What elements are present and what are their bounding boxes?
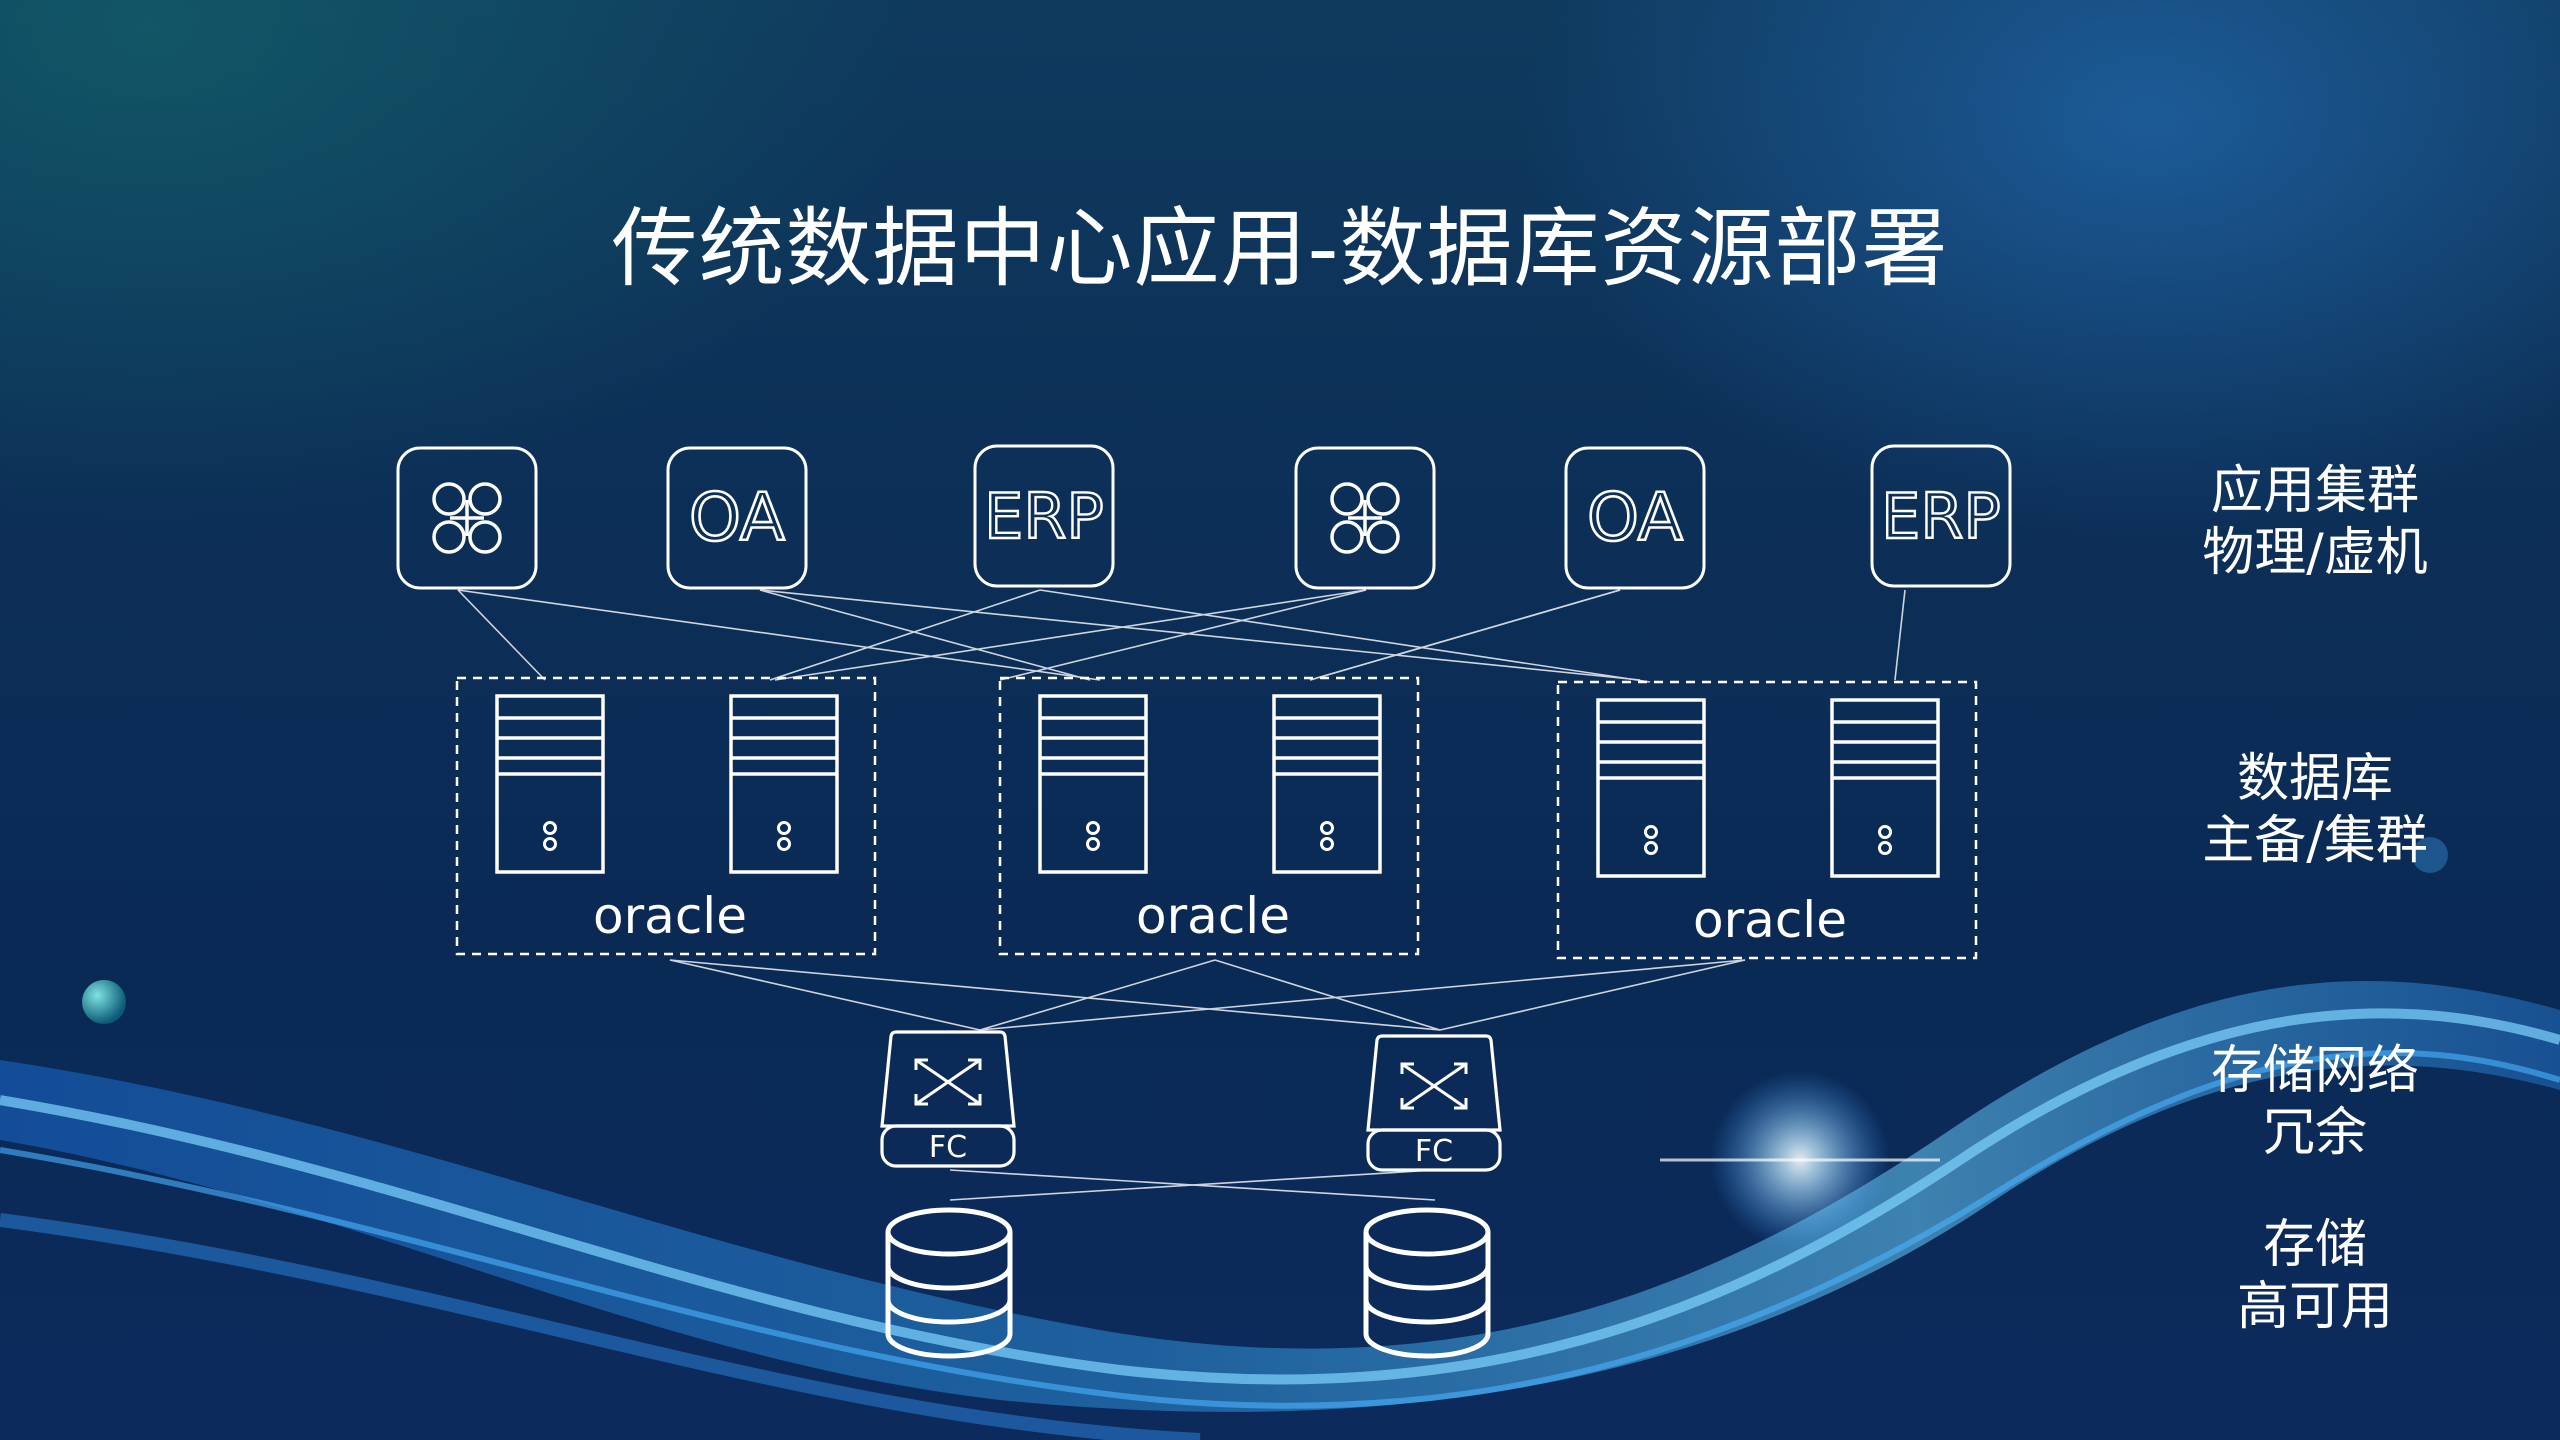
layer-label-network-line1: 存储网络 <box>2210 1041 2419 1101</box>
layer-label-app-line1: 应用集群 <box>2210 461 2419 521</box>
layer-label-app: 应用集群 物理/虚机 <box>2150 460 2480 584</box>
fc-switch: FC <box>880 1030 1016 1168</box>
erp-icon: ERP <box>984 480 1104 553</box>
server-icon <box>1596 698 1706 878</box>
layer-label-storage: 存储 高可用 <box>2150 1214 2480 1338</box>
app-node <box>1294 446 1436 590</box>
oa-icon: OA <box>1587 479 1683 556</box>
app-node <box>396 446 538 590</box>
app-node: OA <box>1564 446 1706 590</box>
layer-label-network: 存储网络 冗余 <box>2150 1040 2480 1164</box>
oa-icon: OA <box>689 479 785 556</box>
db-group: oracle <box>455 676 877 956</box>
layer-label-db: 数据库 主备/集群 <box>2150 748 2480 872</box>
switch-label: FC <box>1415 1134 1453 1169</box>
storage-database-icon <box>888 1210 1010 1356</box>
page-title: 传统数据中心应用-数据库资源部署 <box>611 199 1949 299</box>
db-switch-connections <box>669 959 1746 1031</box>
layer-label-storage-line1: 存储 <box>2262 1215 2367 1275</box>
server-icon <box>1038 694 1148 874</box>
fc-switch: FC <box>1366 1034 1502 1172</box>
storage-database-icon <box>1366 1210 1488 1356</box>
app-grid-icon <box>1330 482 1400 554</box>
layer-label-db-line1: 数据库 <box>2236 749 2393 809</box>
db-layer: oracle oracle oracle <box>455 676 1978 960</box>
layer-label-app-line2: 物理/虚机 <box>2202 523 2428 583</box>
storage-layer <box>888 1210 1488 1356</box>
server-icon <box>1830 698 1940 878</box>
app-grid-icon <box>432 482 502 554</box>
db-group-label: oracle <box>593 887 747 945</box>
app-node: ERP <box>973 444 1115 588</box>
server-icon <box>729 694 839 874</box>
db-group: oracle <box>1556 680 1978 960</box>
server-icon <box>495 694 605 874</box>
app-node: ERP <box>1870 444 2012 588</box>
app-node: OA <box>666 446 808 590</box>
switch-label: FC <box>929 1130 967 1165</box>
layer-label-network-line2: 冗余 <box>2262 1103 2367 1163</box>
switch-layer: FC FC <box>880 1030 1502 1172</box>
db-group: oracle <box>998 676 1420 956</box>
layer-label-storage-line2: 高可用 <box>2236 1277 2393 1337</box>
app-layer: OA ERP OA <box>396 444 2012 590</box>
server-icon <box>1272 694 1382 874</box>
switch-storage-connections <box>949 1169 1436 1201</box>
app-db-connections <box>457 589 1906 683</box>
erp-icon: ERP <box>1881 480 2001 553</box>
db-group-label: oracle <box>1136 887 1290 945</box>
layer-label-db-line2: 主备/集群 <box>2202 811 2428 871</box>
db-group-label: oracle <box>1693 891 1847 949</box>
